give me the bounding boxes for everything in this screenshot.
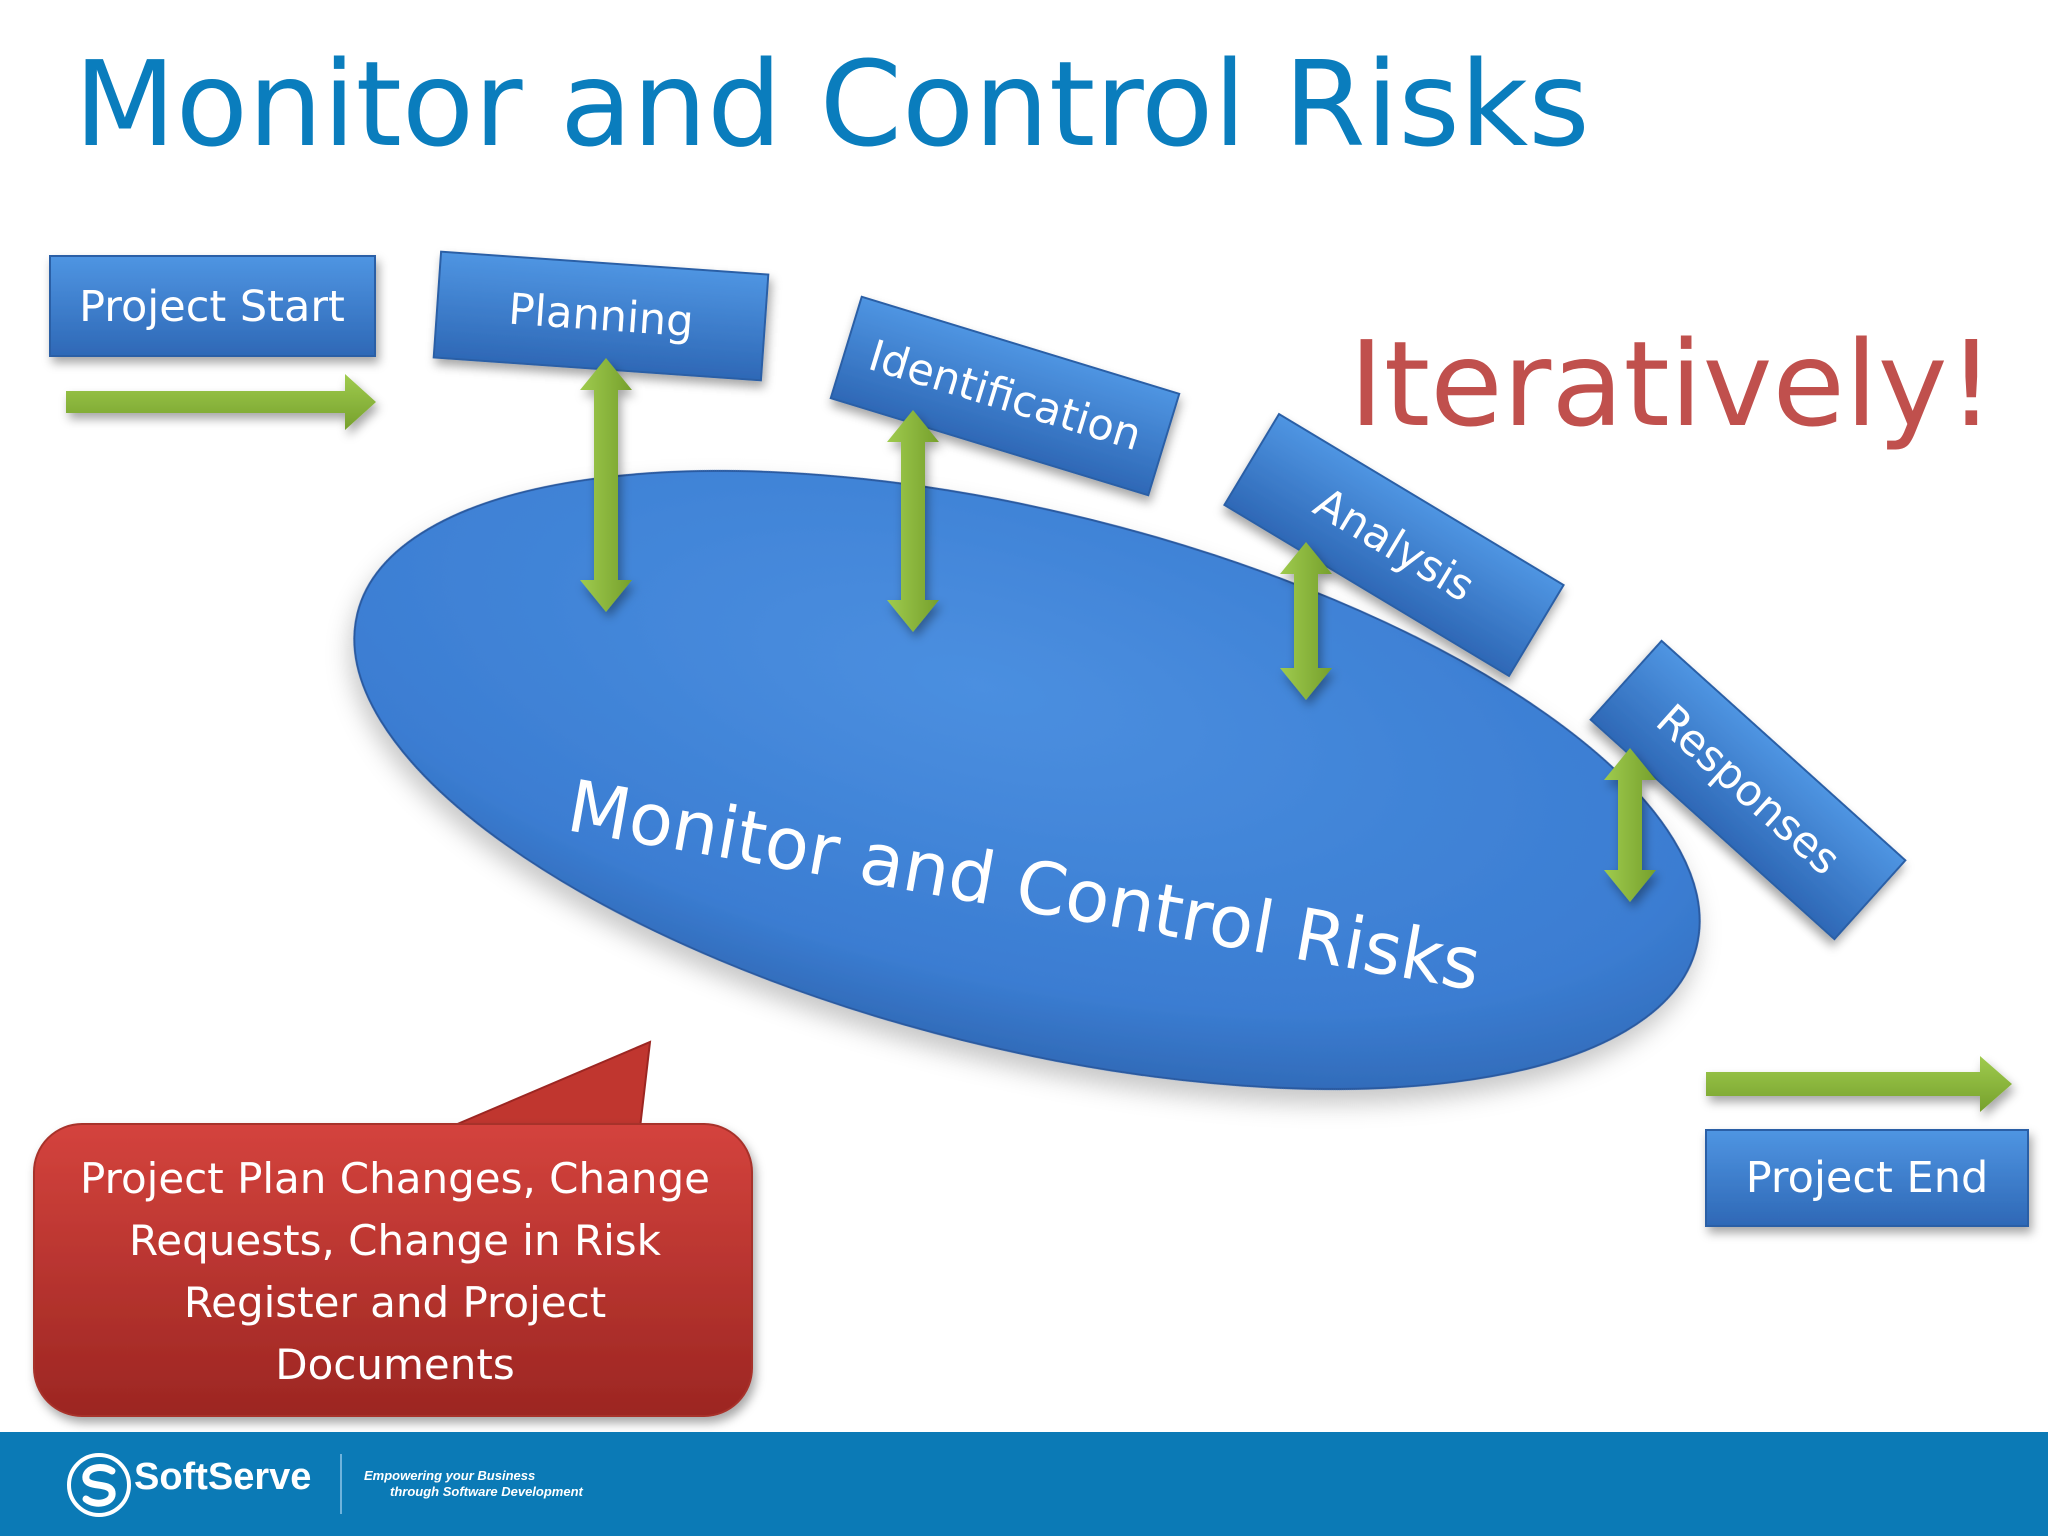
- project-start-label: Project Start: [79, 282, 345, 332]
- right-arrow-icon: [1706, 1056, 2012, 1112]
- double-arrow-icon: [580, 358, 632, 612]
- monitor-control-ellipse: Monitor and Control Risks: [353, 469, 1701, 1091]
- footer-divider: [340, 1454, 342, 1514]
- callout-text: Project Plan Changes, Change Requests, C…: [80, 1154, 710, 1389]
- step-box-identification: Identification: [829, 295, 1181, 497]
- footer-tagline-line2: through Software Development: [390, 1484, 583, 1499]
- double-arrow-icon: [1604, 748, 1656, 902]
- project-end-box: Project End: [1705, 1129, 2029, 1227]
- project-start-box: Project Start: [49, 255, 376, 357]
- double-arrow-icon: [1280, 542, 1332, 700]
- softserve-logo-icon: [67, 1453, 131, 1517]
- iteratively-label: Iteratively!: [1349, 315, 1995, 453]
- footer-bar: SoftServe Empowering your Business throu…: [0, 1432, 2048, 1536]
- footer-tagline: Empowering your Business through Softwar…: [364, 1468, 583, 1500]
- slide-title: Monitor and Control Risks: [74, 35, 1590, 173]
- right-arrow-icon: [66, 374, 376, 430]
- change-callout: [33, 1040, 753, 1417]
- footer-brand: SoftServe: [134, 1456, 312, 1498]
- project-end-label: Project End: [1746, 1153, 1989, 1203]
- step-box-planning: Planning: [432, 250, 770, 382]
- double-arrow-icon: [887, 410, 939, 632]
- footer-tagline-line1: Empowering your Business: [364, 1468, 536, 1483]
